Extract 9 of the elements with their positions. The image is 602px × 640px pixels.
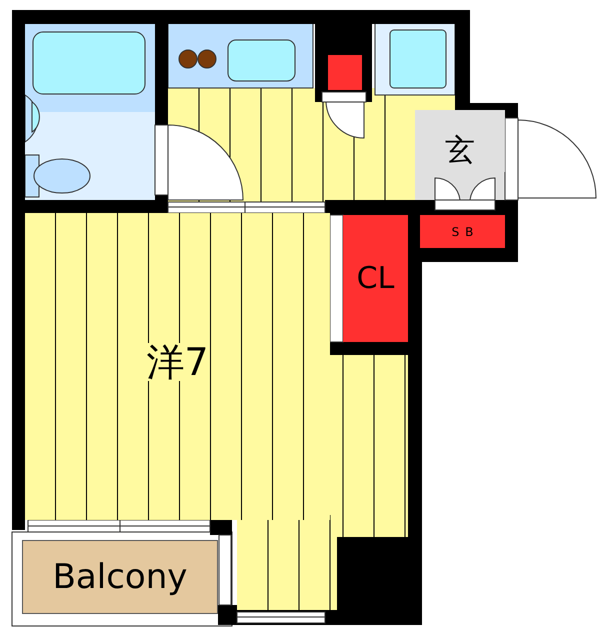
balcony-area [22, 540, 218, 614]
closet-area [343, 215, 408, 342]
entrance-area [415, 110, 505, 172]
room-label: CL [356, 264, 394, 294]
room-area [25, 213, 330, 520]
room-label: 玄 [445, 136, 475, 166]
room-label: Balcony [52, 560, 188, 594]
room-label: SB [452, 226, 480, 238]
shoe-box-area [420, 215, 505, 248]
